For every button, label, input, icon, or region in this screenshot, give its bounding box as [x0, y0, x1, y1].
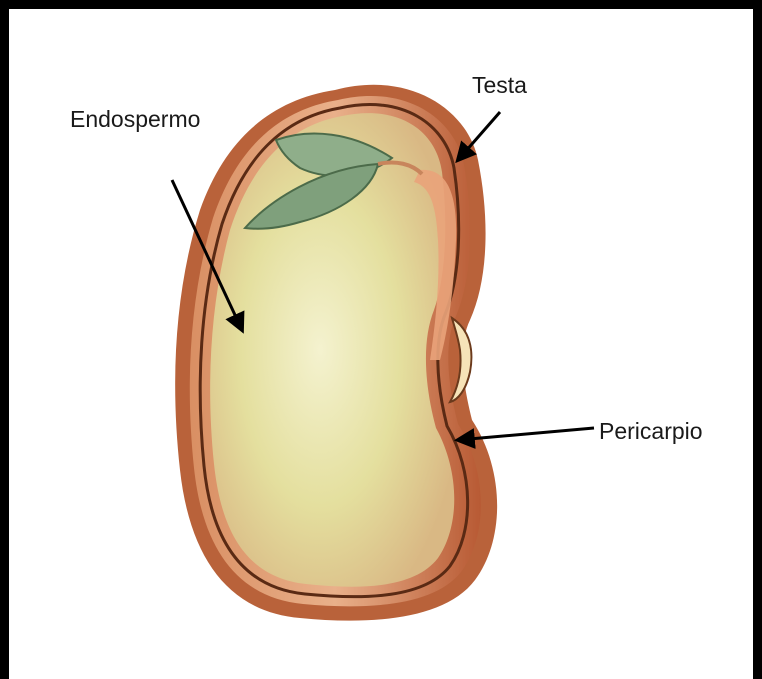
endosperm-label: Endospermo	[70, 108, 200, 131]
testa-label: Testa	[472, 74, 527, 97]
pericarp-label: Pericarpio	[599, 420, 703, 443]
